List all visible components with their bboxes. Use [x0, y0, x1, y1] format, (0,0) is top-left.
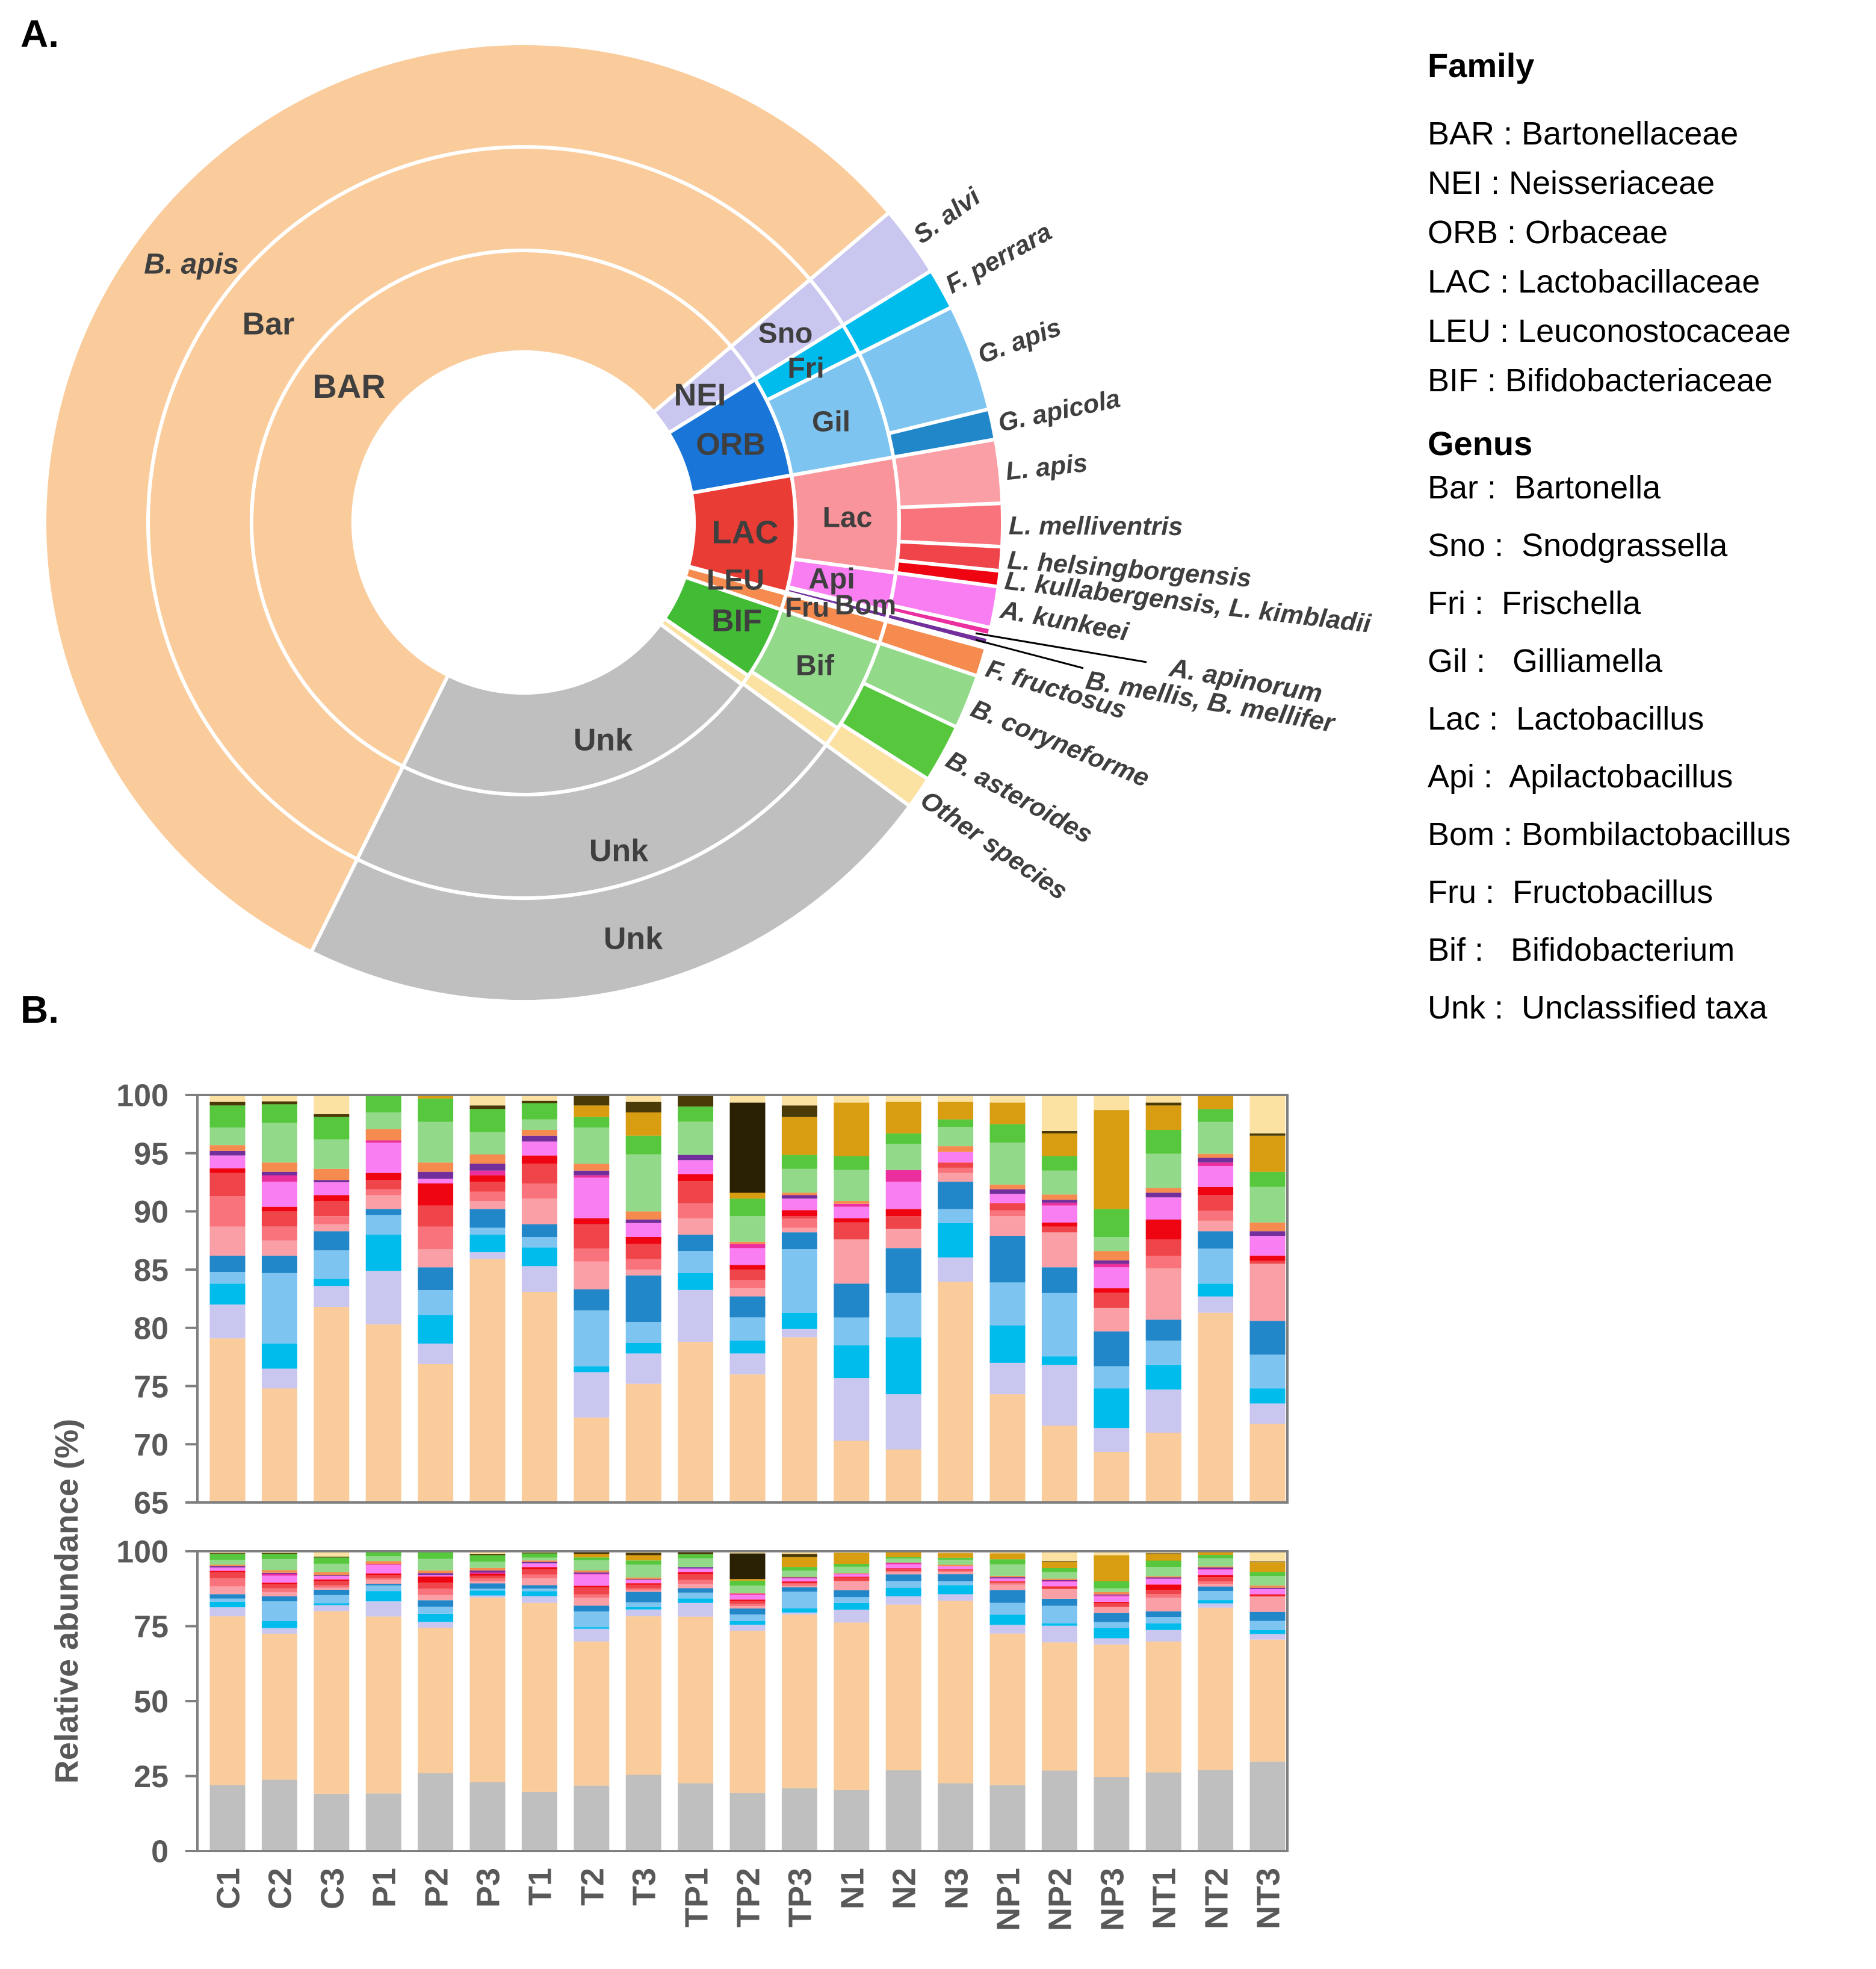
svg-text:Fri : Frischella: Fri : Frischella	[1428, 585, 1641, 621]
svg-text:Api : Apilactobacillus: Api : Apilactobacillus	[1428, 758, 1733, 795]
svg-text:70: 70	[134, 1428, 169, 1463]
svg-text:Bif : Bifidobacterium: Bif : Bifidobacterium	[1428, 932, 1735, 968]
svg-text:LEU: LEU	[707, 564, 764, 596]
svg-text:T2: T2	[574, 1868, 610, 1906]
svg-text:C3: C3	[314, 1868, 350, 1909]
svg-text:ORB: ORB	[696, 427, 766, 462]
svg-text:BIF : Bifidobacteriaceae: BIF : Bifidobacteriaceae	[1428, 362, 1772, 398]
svg-text:BIF: BIF	[711, 604, 762, 639]
svg-text:P2: P2	[418, 1868, 454, 1908]
svg-text:0: 0	[151, 1835, 169, 1870]
svg-text:85: 85	[134, 1253, 169, 1288]
svg-text:LAC: LAC	[712, 514, 779, 550]
svg-text:C2: C2	[262, 1868, 298, 1909]
svg-text:100: 100	[116, 1079, 169, 1114]
svg-text:Bif: Bif	[796, 650, 835, 681]
svg-text:N1: N1	[834, 1868, 870, 1909]
svg-text:TP2: TP2	[730, 1868, 766, 1927]
svg-text:Fru : Fructobacillus: Fru : Fructobacillus	[1428, 874, 1713, 910]
svg-text:100: 100	[116, 1535, 169, 1570]
svg-text:LAC : Lactobacillaceae: LAC : Lactobacillaceae	[1428, 264, 1760, 300]
svg-text:Sno: Sno	[758, 317, 813, 349]
svg-text:NT3: NT3	[1250, 1868, 1286, 1929]
svg-text:NT1: NT1	[1146, 1868, 1182, 1929]
svg-text:B. apis: B. apis	[144, 248, 238, 280]
svg-text:P3: P3	[470, 1868, 506, 1908]
svg-text:Fru: Fru	[785, 592, 829, 623]
svg-text:Relative abundance (%): Relative abundance (%)	[49, 1419, 85, 1784]
svg-text:NT2: NT2	[1198, 1868, 1234, 1929]
svg-text:P1: P1	[366, 1868, 402, 1908]
svg-text:Gil: Gil	[812, 406, 850, 438]
svg-text:NP3: NP3	[1094, 1868, 1130, 1931]
svg-text:NEI: NEI	[674, 378, 726, 413]
svg-text:65: 65	[134, 1486, 169, 1521]
svg-text:N3: N3	[938, 1868, 974, 1909]
svg-text:Unk: Unk	[574, 723, 633, 758]
svg-text:ORB : Orbaceae: ORB : Orbaceae	[1428, 214, 1668, 250]
svg-text:Unk: Unk	[604, 922, 663, 957]
svg-text:Sno : Snodgrassella: Sno : Snodgrassella	[1428, 527, 1728, 563]
svg-text:N2: N2	[886, 1868, 922, 1909]
svg-text:C1: C1	[210, 1868, 246, 1909]
svg-text:Genus: Genus	[1428, 424, 1532, 462]
svg-text:BAR : Bartonellaceae: BAR : Bartonellaceae	[1428, 116, 1738, 152]
svg-text:BAR: BAR	[312, 367, 385, 405]
svg-text:Unk : Unclassified taxa: Unk : Unclassified taxa	[1428, 990, 1768, 1026]
svg-text:NEI : Neisseriaceae: NEI : Neisseriaceae	[1428, 165, 1715, 201]
svg-text:A.: A.	[20, 12, 59, 55]
svg-text:95: 95	[134, 1136, 169, 1171]
svg-text:Unk: Unk	[589, 834, 648, 869]
svg-text:NP2: NP2	[1042, 1868, 1078, 1931]
svg-text:50: 50	[134, 1685, 169, 1720]
svg-text:25: 25	[134, 1760, 169, 1794]
svg-text:Lac: Lac	[823, 501, 873, 533]
svg-text:80: 80	[134, 1312, 169, 1347]
svg-text:Family: Family	[1428, 46, 1534, 84]
svg-text:Api: Api	[808, 563, 855, 595]
svg-text:TP1: TP1	[678, 1868, 714, 1927]
svg-text:Bar: Bar	[243, 307, 295, 342]
svg-text:Bar : Bartonella: Bar : Bartonella	[1428, 470, 1661, 506]
svg-text:T1: T1	[522, 1868, 558, 1906]
svg-text:B.: B.	[20, 988, 59, 1031]
svg-text:90: 90	[134, 1195, 169, 1230]
svg-text:TP3: TP3	[782, 1868, 818, 1927]
svg-text:Bom : Bombilactobacillus: Bom : Bombilactobacillus	[1428, 816, 1791, 852]
svg-text:Fri: Fri	[787, 352, 824, 384]
svg-text:75: 75	[134, 1369, 169, 1404]
svg-text:Gil : Gilliamella: Gil : Gilliamella	[1428, 643, 1663, 679]
svg-text:Bom: Bom	[835, 589, 896, 621]
svg-text:NP1: NP1	[990, 1868, 1026, 1931]
svg-text:75: 75	[134, 1610, 169, 1645]
svg-text:T3: T3	[626, 1868, 662, 1906]
svg-text:L. melliventris: L. melliventris	[1009, 511, 1183, 541]
svg-text:LEU : Leuconostocaceae: LEU : Leuconostocaceae	[1428, 313, 1791, 349]
svg-text:Lac : Lactobacillus: Lac : Lactobacillus	[1428, 701, 1704, 737]
